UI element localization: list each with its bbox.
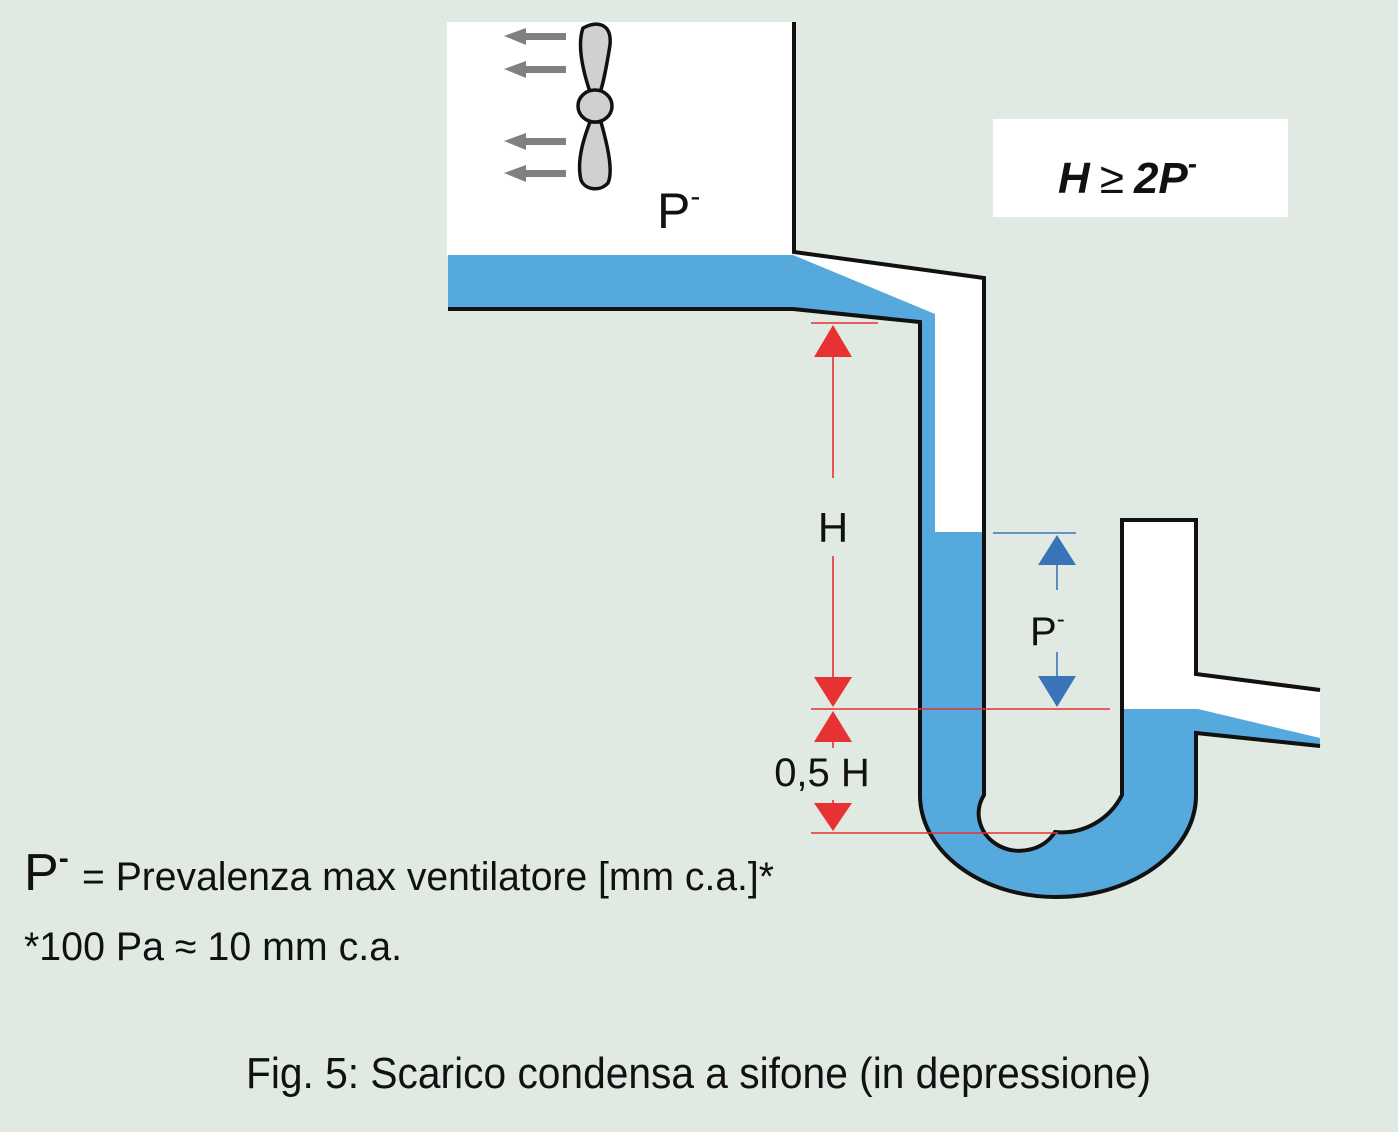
legend-footnote: *100 Pa ≈ 10 mm c.a. <box>24 925 402 969</box>
formula-box <box>993 119 1288 217</box>
h-dimension <box>811 322 1110 834</box>
formula: H≥2P- <box>1058 148 1197 203</box>
legend-definition: = Prevalenza max ventilatore [mm c.a.]* <box>82 855 774 899</box>
outlet-air-space <box>1122 520 1320 740</box>
legend-symbol: P- <box>24 842 69 902</box>
pipe-outline <box>448 22 1321 900</box>
left-arrow-icon <box>504 28 566 182</box>
fan-chamber <box>447 22 794 256</box>
half-h-label: 0,5 H <box>774 751 870 795</box>
pipe-air-space <box>793 252 985 532</box>
p-label: P- <box>1030 606 1065 654</box>
tank-pressure-label: P- <box>657 180 700 239</box>
h-label: H <box>818 504 848 551</box>
figure-caption: Fig. 5: Scarico condensa a sifone (in de… <box>246 1049 1151 1098</box>
fan-propeller-icon <box>576 22 614 191</box>
p-dimension <box>993 532 1076 707</box>
